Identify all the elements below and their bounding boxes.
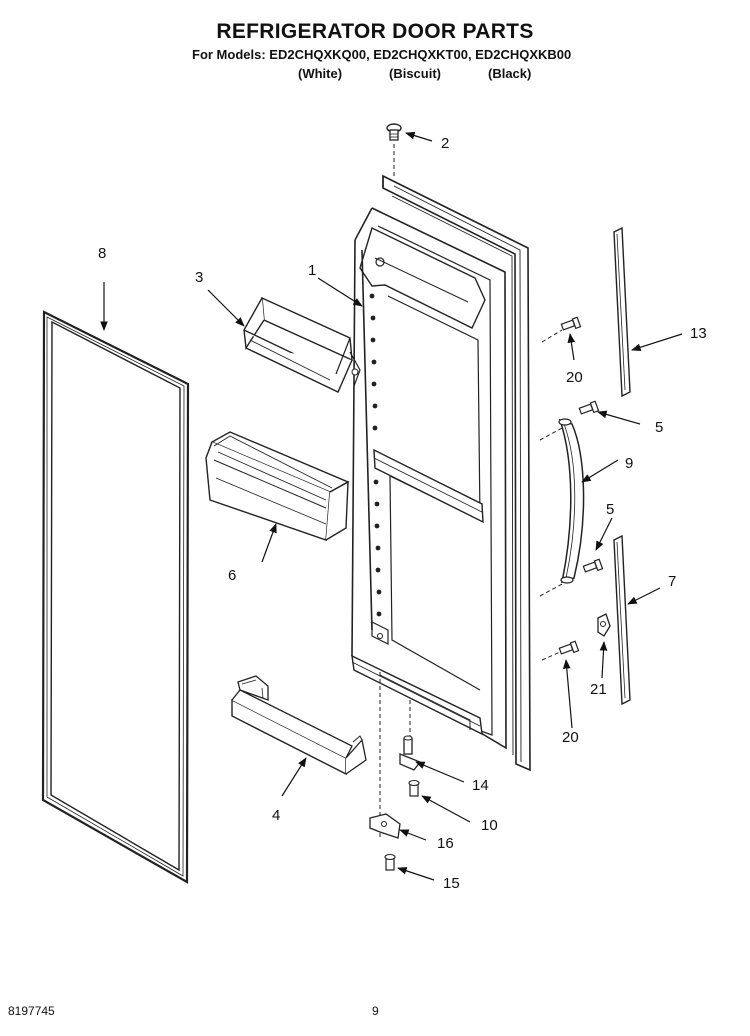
hinge-bracket xyxy=(369,813,401,839)
callout-clip: 21 xyxy=(590,681,607,698)
callout-upper-trim: 13 xyxy=(690,325,707,342)
page-title: REFRIGERATOR DOOR PARTS xyxy=(216,20,534,43)
callout-screw-top: 2 xyxy=(441,135,449,152)
callout-dairy-door: 3 xyxy=(195,269,203,286)
models-line: For Models: ED2CHQXKQ00, ED2CHQXKT00, ED… xyxy=(192,47,572,62)
door-gasket xyxy=(41,310,190,884)
screw-lower-trim xyxy=(558,640,580,655)
callout-screw-upper-trim: 20 xyxy=(566,369,583,386)
document-number: 8197745 xyxy=(8,1004,55,1018)
variant-black: (Black) xyxy=(488,66,532,81)
variant-white: (White) xyxy=(298,66,343,81)
screw-10 xyxy=(408,779,420,797)
screw-upper-trim xyxy=(560,316,582,331)
callout-screw-lower-handle: 5 xyxy=(606,501,614,518)
callout-screw-10: 10 xyxy=(481,817,498,834)
hinge-pin xyxy=(399,735,422,771)
door-handle xyxy=(558,418,585,584)
alignment-lines xyxy=(379,329,563,838)
callout-screw-15: 15 xyxy=(443,875,460,892)
callout-gasket: 8 xyxy=(98,245,106,262)
callout-lower-trim: 7 xyxy=(668,573,676,590)
dairy-door xyxy=(243,296,361,393)
upper-trim xyxy=(613,226,631,398)
door-liner xyxy=(351,174,531,772)
screw-top xyxy=(386,123,402,141)
variant-biscuit: (Biscuit) xyxy=(389,66,441,81)
screw-15 xyxy=(384,853,396,871)
callout-bottom-bin: 4 xyxy=(272,807,280,824)
page-number: 9 xyxy=(372,1004,379,1018)
lower-trim xyxy=(613,534,631,706)
callout-screw-lower-trim: 20 xyxy=(562,729,579,746)
callout-hinge-bracket: 16 xyxy=(437,835,454,852)
screw-lower-handle xyxy=(582,558,604,573)
callout-screw-upper-handle: 5 xyxy=(655,419,663,436)
screw-upper-handle xyxy=(578,400,600,415)
leader-arrows xyxy=(100,131,683,881)
clip xyxy=(597,613,611,637)
callout-door: 1 xyxy=(308,262,316,279)
callout-bin: 6 xyxy=(228,567,236,584)
callout-handle: 9 xyxy=(625,455,633,472)
bottom-door-bin xyxy=(231,675,367,776)
callout-hinge-pin: 14 xyxy=(472,777,489,794)
door-bin xyxy=(205,431,350,541)
